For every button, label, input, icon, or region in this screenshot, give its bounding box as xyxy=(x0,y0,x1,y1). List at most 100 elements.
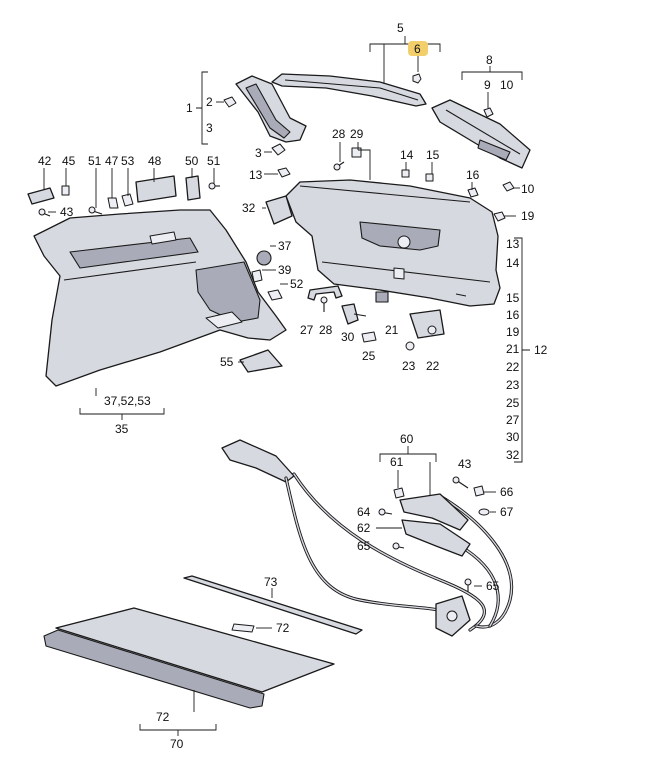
bracket-35 xyxy=(79,408,165,420)
cover-part-50 xyxy=(185,175,201,201)
tailgate-trim-panel-part xyxy=(285,179,501,307)
label-55: 55 xyxy=(220,355,234,369)
label-51-right: 51 xyxy=(207,154,221,168)
clip-part-61 xyxy=(393,487,405,499)
screw-part-43 xyxy=(38,208,51,217)
label-10-top: 10 xyxy=(500,78,514,92)
clip-part-39 xyxy=(251,269,263,283)
label-29: 29 xyxy=(350,127,364,141)
label-72-mid: 72 xyxy=(276,621,290,635)
clip-part-15 xyxy=(425,173,434,182)
label-14-top: 14 xyxy=(400,148,414,162)
label-53: 53 xyxy=(121,154,135,168)
grab-handle-part-27 xyxy=(307,285,343,301)
label-6: 6 xyxy=(414,42,421,56)
clip-part-45 xyxy=(61,185,70,196)
label-45: 45 xyxy=(62,154,76,168)
highlight-marker-6 xyxy=(408,41,428,56)
label-48: 48 xyxy=(148,154,162,168)
clip-part-2 xyxy=(223,96,237,108)
cover-strip-part-73 xyxy=(183,575,363,635)
label-43-top: 43 xyxy=(60,205,74,219)
clip-part-52 xyxy=(267,289,283,301)
clip-part-14 xyxy=(401,169,410,178)
label-37-left: 37 xyxy=(278,239,292,253)
side-trim-panel-part xyxy=(33,209,287,387)
clip-part-29 xyxy=(351,147,362,158)
list-16: 16 xyxy=(506,308,520,322)
release-cable-assembly-part xyxy=(221,439,514,637)
label-3-upper: 3 xyxy=(206,121,213,135)
bracket-part-42 xyxy=(27,187,55,205)
label-51-left: 51 xyxy=(88,154,102,168)
label-32-left: 32 xyxy=(242,201,256,215)
label-37-52-53: 37,52,53 xyxy=(104,394,151,408)
label-50: 50 xyxy=(185,154,199,168)
clip-part-66 xyxy=(473,485,485,497)
screw-part-51-left xyxy=(88,206,103,215)
leader-28-29 xyxy=(339,142,371,180)
right-pillar-trim-part xyxy=(431,99,531,169)
clip-part-19 xyxy=(493,211,506,222)
clip-part-3 xyxy=(271,143,286,156)
list-15: 15 xyxy=(506,291,520,305)
screw-part-65-right xyxy=(464,578,472,592)
label-15-top: 15 xyxy=(426,148,440,162)
label-13-top: 13 xyxy=(249,168,263,182)
list-27: 27 xyxy=(506,413,520,427)
upper-trim-strip-part xyxy=(271,73,427,107)
part-labels: 5 6 8 9 10 1 2 3 3 28 29 14 15 13 16 10 … xyxy=(38,21,548,751)
label-1: 1 xyxy=(186,101,193,115)
clip-part-13 xyxy=(277,167,291,178)
label-22-left: 22 xyxy=(426,359,440,373)
label-28-top: 28 xyxy=(332,127,346,141)
cover-part-48 xyxy=(135,175,177,203)
cover-part-21 xyxy=(375,291,389,303)
label-42: 42 xyxy=(38,154,52,168)
label-25-left: 25 xyxy=(362,349,376,363)
leader-left-top xyxy=(43,168,215,208)
screw-part-64 xyxy=(378,508,393,516)
screw-part-51-right xyxy=(208,182,220,190)
list-14: 14 xyxy=(506,256,520,270)
bracket-1 xyxy=(196,71,208,145)
list-21: 21 xyxy=(506,342,520,356)
label-73: 73 xyxy=(264,575,278,589)
screw-part-65-left xyxy=(392,542,405,550)
bracket-12 xyxy=(514,237,530,463)
fastener-part-37 xyxy=(256,250,272,266)
clip-part-47 xyxy=(107,197,119,209)
luggage-cover-part xyxy=(43,607,335,709)
label-28-low: 28 xyxy=(319,323,333,337)
label-65-right: 65 xyxy=(486,579,500,593)
label-52-left: 52 xyxy=(290,277,304,291)
label-66: 66 xyxy=(500,485,514,499)
clip-part-10 xyxy=(502,181,515,192)
label-35: 35 xyxy=(115,422,129,436)
cover-part-22 xyxy=(409,309,445,339)
label-23-left: 23 xyxy=(402,359,416,373)
clip-part-6 xyxy=(412,73,422,84)
list-32: 32 xyxy=(506,448,520,462)
label-62: 62 xyxy=(357,521,371,535)
label-19-top: 19 xyxy=(521,209,535,223)
label-12: 12 xyxy=(534,343,548,357)
label-70: 70 xyxy=(170,737,184,751)
label-72-bottom: 72 xyxy=(156,710,170,724)
label-21-left: 21 xyxy=(385,323,399,337)
label-16-top: 16 xyxy=(466,168,480,182)
label-43-lower: 43 xyxy=(458,457,472,471)
list-25: 25 xyxy=(506,396,520,410)
label-65-left: 65 xyxy=(357,539,371,553)
clip-part-43-lower xyxy=(452,476,469,489)
label-47: 47 xyxy=(105,154,119,168)
label-60: 60 xyxy=(400,432,414,446)
clip-part-67 xyxy=(478,508,490,516)
label-30-left: 30 xyxy=(341,330,355,344)
bracket-60 xyxy=(379,446,437,462)
label-3-lower: 3 xyxy=(255,146,262,160)
label-67: 67 xyxy=(500,505,514,519)
label-5: 5 xyxy=(397,21,404,35)
label-2: 2 xyxy=(206,95,213,109)
